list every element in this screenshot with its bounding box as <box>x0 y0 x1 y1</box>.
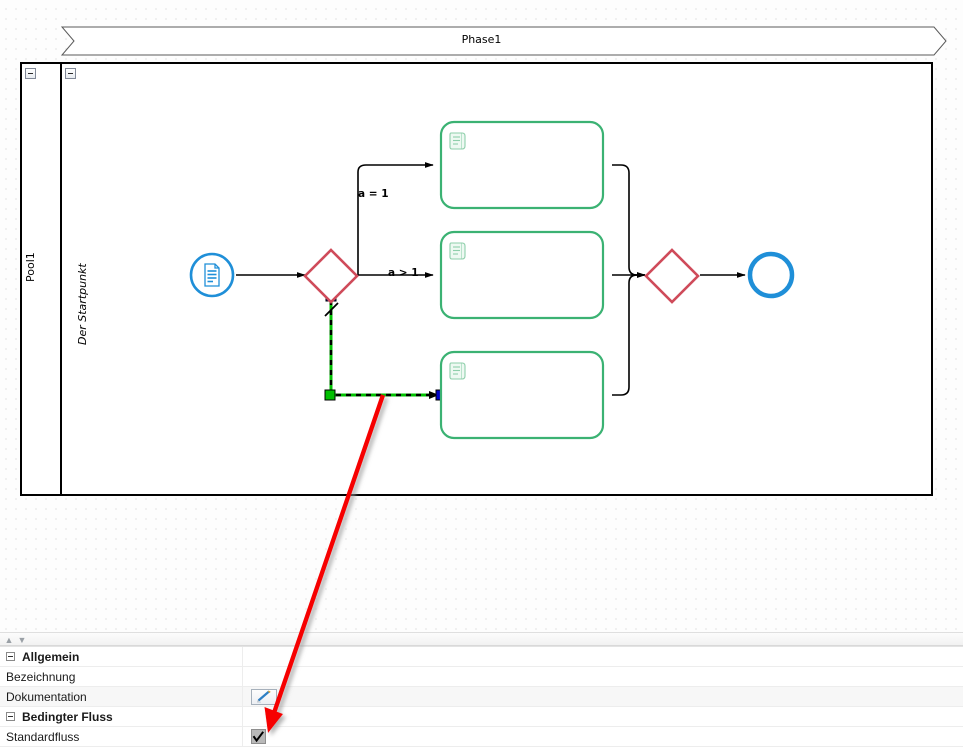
property-label: Dokumentation <box>6 689 87 704</box>
property-name-cell: Allgemein <box>0 647 243 666</box>
task-middle[interactable] <box>439 230 605 320</box>
property-name-cell: Standardfluss <box>0 727 243 746</box>
script-task-icon <box>449 362 466 380</box>
property-name-cell: Bedingter Fluss <box>0 707 243 726</box>
lane-collapse-minus-icon[interactable] <box>65 68 76 79</box>
checkmark-icon <box>252 730 264 742</box>
pool-collapse-minus-icon[interactable] <box>25 68 36 79</box>
minus-icon[interactable] <box>6 712 15 721</box>
property-value-cell[interactable] <box>243 687 963 706</box>
chevron-down-icon[interactable]: ▼ <box>17 635 27 645</box>
phase-banner[interactable] <box>60 26 947 56</box>
property-category-allgemein[interactable]: Allgemein <box>0 647 963 667</box>
start-event[interactable] <box>189 252 235 298</box>
bezeichnung-input[interactable] <box>243 667 963 686</box>
property-value-cell[interactable] <box>243 707 963 726</box>
property-label: Standardfluss <box>6 729 80 744</box>
sequence-flows <box>236 162 746 396</box>
grip-dots-icon[interactable] <box>775 638 815 651</box>
chevron-up-icon[interactable]: ▲ <box>4 635 14 645</box>
phase-label: Phase1 <box>461 33 502 46</box>
flow-gateway-to-task-top <box>357 162 434 275</box>
pencil-icon <box>257 690 271 703</box>
document-icon <box>204 263 220 287</box>
script-task-icon <box>449 132 466 150</box>
property-name-cell: Dokumentation <box>0 687 243 706</box>
gateway-split[interactable] <box>303 248 359 304</box>
task-top[interactable] <box>439 120 605 210</box>
connector-handle-midpoint <box>324 389 336 401</box>
property-row-dokumentation[interactable]: Dokumentation <box>0 687 963 707</box>
end-event[interactable] <box>747 251 795 299</box>
property-row-standardfluss[interactable]: Standardfluss <box>0 727 963 747</box>
flow-condition-label-2: a > 1 <box>388 267 419 279</box>
pool-label: Pool1 <box>24 252 37 282</box>
property-value-cell[interactable] <box>243 647 963 666</box>
dokumentation-editor-button[interactable] <box>251 688 277 705</box>
standardfluss-checkbox[interactable] <box>251 729 266 744</box>
property-label: Bedingter Fluss <box>22 709 113 724</box>
lane-label: Der Startpunkt <box>76 263 89 345</box>
property-grid[interactable]: Allgemein Bezeichnung Dokumentation <box>0 646 963 756</box>
diagram-canvas[interactable]: Phase1 Pool1 Der Startpunkt a = 1 a > 1 <box>0 0 963 632</box>
flow-condition-label-1: a = 1 <box>358 188 389 200</box>
property-name-cell: Bezeichnung <box>0 667 243 686</box>
property-label: Bezeichnung <box>6 669 76 684</box>
flow-task-bottom-to-join <box>612 274 645 396</box>
property-value-cell[interactable] <box>243 727 963 746</box>
task-bottom[interactable] <box>439 350 605 440</box>
gateway-join[interactable] <box>644 248 700 304</box>
script-task-icon <box>449 242 466 260</box>
minus-icon[interactable] <box>6 652 15 661</box>
panel-splitter[interactable]: ▲ ▼ <box>0 632 963 651</box>
property-label: Allgemein <box>22 649 80 664</box>
property-category-bedingter-fluss[interactable]: Bedingter Fluss <box>0 707 963 727</box>
lane-frame[interactable] <box>60 62 933 496</box>
property-row-bezeichnung[interactable]: Bezeichnung <box>0 667 963 687</box>
